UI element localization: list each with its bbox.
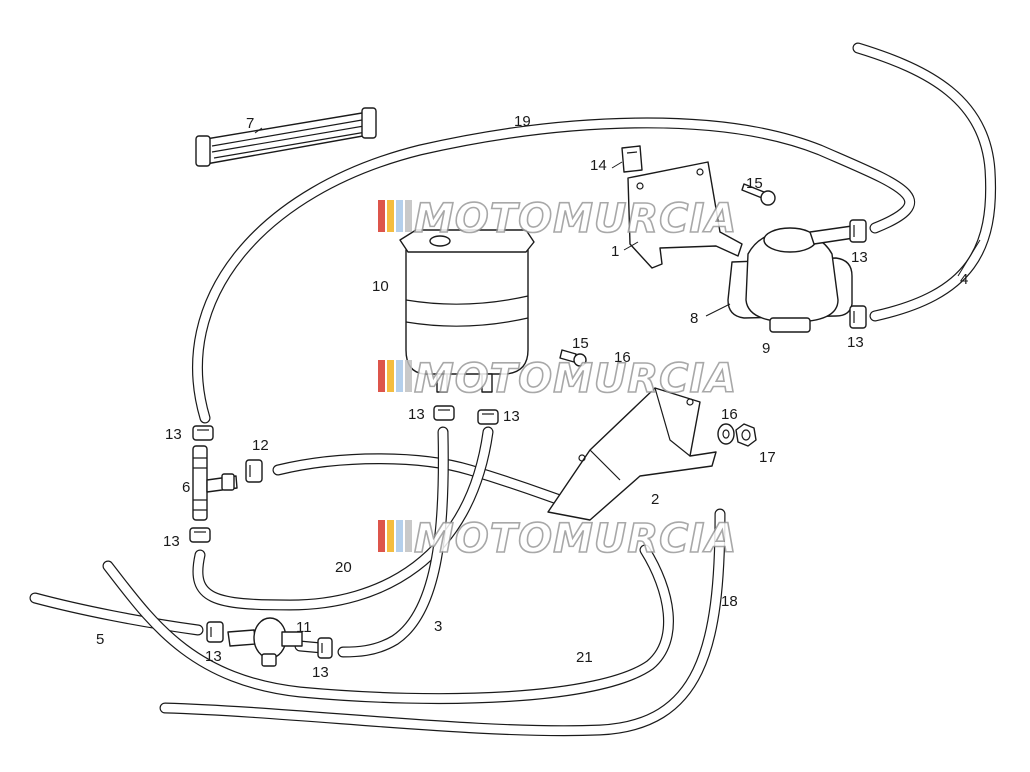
label-2: 2	[651, 491, 659, 508]
screw-part-15-top	[741, 183, 776, 206]
label-11: 11	[296, 619, 312, 636]
label-20: 20	[335, 559, 352, 576]
hose-12	[272, 453, 566, 506]
watermark-stripe	[396, 200, 403, 232]
screw-part-15-middle	[559, 349, 587, 367]
clamp-13-e	[849, 219, 867, 243]
watermark-stripe	[378, 520, 385, 552]
washer-part-16	[717, 423, 735, 445]
watermark-stripe	[405, 520, 412, 552]
label-15-middle: 15	[572, 335, 589, 352]
watermark-stripe	[396, 520, 403, 552]
label-14: 14	[590, 157, 607, 174]
clamp-13-g	[206, 621, 224, 643]
label-13-h: 13	[312, 664, 329, 681]
clamp-12	[245, 459, 263, 483]
label-15-top: 15	[746, 175, 763, 192]
canister-part-10	[399, 229, 535, 393]
label-12: 12	[252, 437, 269, 454]
label-5: 5	[96, 631, 104, 648]
watermark-stripe	[378, 200, 385, 232]
bracket-part-2	[547, 387, 717, 521]
watermark-stripe	[405, 200, 412, 232]
hose-5	[29, 592, 204, 636]
label-9: 9	[762, 340, 770, 357]
clamp-13-a	[192, 425, 214, 441]
leader-lines	[254, 127, 981, 317]
label-13-a: 13	[165, 426, 182, 443]
label-17: 17	[759, 449, 776, 466]
t-connector-part-6	[192, 445, 238, 521]
clamp-13-d	[477, 409, 499, 425]
hose-18	[159, 508, 726, 737]
watermark-middle: MOTOMURCIA	[378, 355, 737, 403]
hose-20	[192, 426, 494, 611]
label-13-f: 13	[847, 334, 864, 351]
watermark-text: MOTOMURCIA	[414, 356, 737, 402]
label-1: 1	[611, 243, 619, 260]
label-6: 6	[182, 479, 190, 496]
label-4: 4	[960, 271, 968, 288]
watermark-stripe	[387, 200, 394, 232]
label-8: 8	[690, 310, 698, 327]
label-16: 16	[721, 406, 738, 423]
strap-part-7	[195, 107, 377, 167]
bracket-part-1	[627, 161, 743, 269]
inline-filter-part-11	[227, 617, 303, 667]
nut-part-17	[735, 423, 757, 447]
hose-4	[852, 42, 997, 322]
clamp-13-c	[433, 405, 455, 421]
watermark-bottom: MOTOMURCIA	[378, 515, 737, 563]
label-13-e: 13	[851, 249, 868, 266]
watermark-stripe	[387, 360, 394, 392]
label-13-c: 13	[408, 406, 425, 423]
label-3: 3	[434, 618, 442, 635]
clamp-13-f	[849, 305, 867, 329]
watermark-stripe	[387, 520, 394, 552]
clamp-13-h	[317, 637, 333, 659]
hose-3	[337, 426, 449, 658]
label-10: 10	[372, 278, 389, 295]
label-21: 21	[576, 649, 593, 666]
clip-part-14	[621, 145, 643, 173]
hose-21	[102, 544, 674, 705]
watermark-stripe	[378, 360, 385, 392]
label-18: 18	[721, 593, 738, 610]
watermark-stripe	[396, 360, 403, 392]
label-13-g: 13	[205, 648, 222, 665]
label-16-middle: 16	[614, 349, 631, 366]
hose-19	[191, 117, 916, 424]
label-7: 7	[246, 115, 254, 132]
part-labels: 7 19 14 15 1 13 4 10 8 13 9 15 16 13 13 …	[96, 113, 968, 681]
label-13-d: 13	[503, 408, 520, 425]
clamp-13-b	[189, 527, 211, 543]
label-13-b: 13	[163, 533, 180, 550]
watermark-text: MOTOMURCIA	[414, 516, 737, 562]
watermark-stripe	[405, 360, 412, 392]
watermark-text: MOTOMURCIA	[414, 196, 737, 242]
label-19: 19	[514, 113, 531, 130]
fuel-filter-part-9	[745, 225, 855, 333]
watermark-top: MOTOMURCIA	[378, 195, 737, 243]
